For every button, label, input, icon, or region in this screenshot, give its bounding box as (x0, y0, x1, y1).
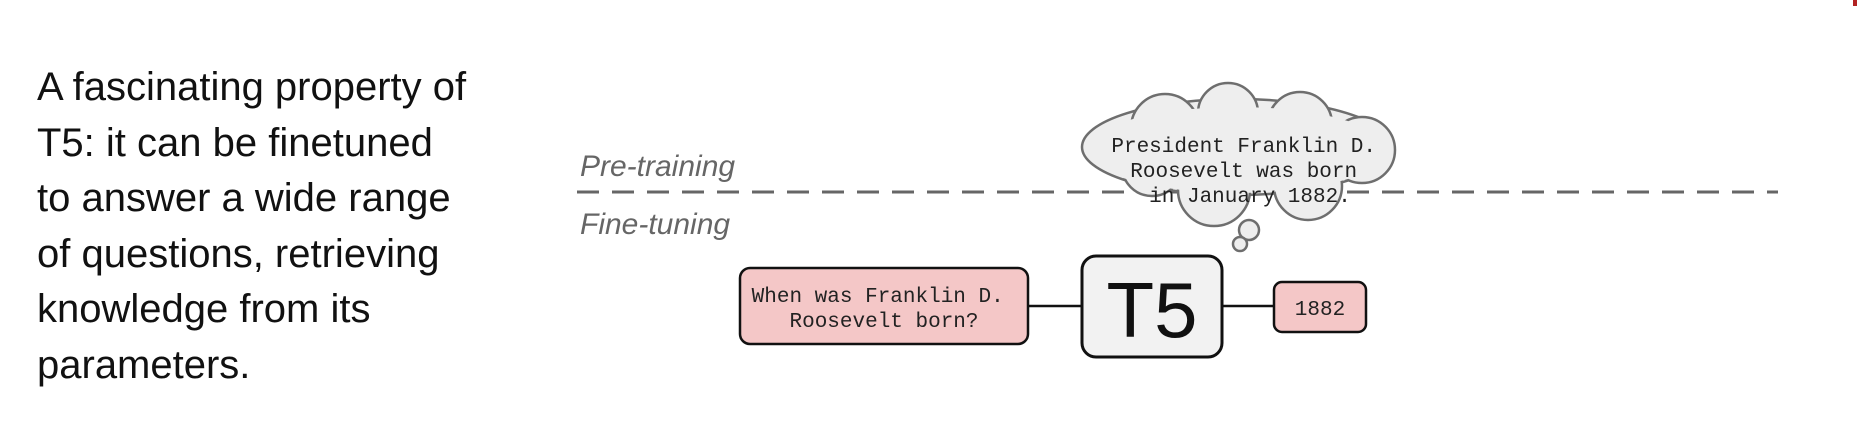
question-line-1: When was Franklin D. (752, 286, 1004, 309)
finetuning-label: Fine-tuning (580, 208, 730, 241)
accent-mark (1853, 0, 1857, 6)
thought-line-3: in January 1882. (1149, 186, 1351, 209)
thought-line-1: President Franklin D. (1111, 136, 1376, 159)
slide-paragraph: A fascinating property of T5: it can be … (37, 65, 467, 387)
svg-text:When was Franklin D. Roose: When was Franklin D. Roosevelt born? (752, 286, 1017, 334)
question-box (738, 266, 1030, 346)
pretraining-label: Pre-training (580, 150, 735, 183)
question-line-2: Roosevelt born? (789, 311, 978, 334)
thought-line-2: Roosevelt was born (1130, 161, 1357, 184)
model-label: T5 (1106, 266, 1197, 354)
answer-box (1272, 280, 1368, 334)
svg-text:President Franklin D. Roos: President Franklin D. Roosevelt was born… (1111, 136, 1388, 209)
thought-cloud (1080, 81, 1440, 253)
answer-label: 1882 (1295, 299, 1345, 322)
model-box (1080, 254, 1224, 359)
